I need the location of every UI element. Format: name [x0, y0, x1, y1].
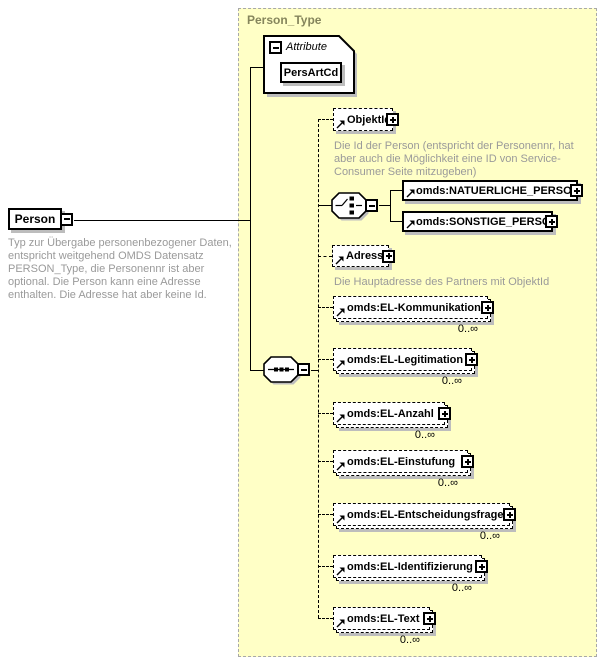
- connector-line: [318, 119, 333, 120]
- reference-arrow-icon: [336, 120, 345, 129]
- connector-line: [318, 256, 332, 257]
- reference-arrow-icon: [336, 414, 345, 423]
- expand-icon[interactable]: [570, 184, 583, 197]
- connector-line: [318, 307, 333, 308]
- collapse-icon[interactable]: [365, 199, 378, 212]
- expand-icon[interactable]: [545, 215, 558, 228]
- expand-icon[interactable]: [438, 407, 451, 420]
- sequence-icon: [263, 356, 301, 385]
- element-objektid[interactable]: ObjektId: [333, 108, 399, 131]
- connector-line: [250, 67, 265, 68]
- connector-line: [318, 514, 333, 515]
- element-omds-natuerliche-person[interactable]: omds:NATUERLICHE_PERSON: [402, 180, 583, 201]
- connector-line: [390, 190, 391, 222]
- expand-icon[interactable]: [481, 301, 494, 314]
- sequence-indicator[interactable]: [263, 356, 313, 386]
- connector-line: [318, 119, 319, 618]
- element-person[interactable]: Person: [8, 208, 73, 230]
- connector-line: [318, 359, 333, 360]
- expand-icon[interactable]: [382, 249, 395, 263]
- occurrence-label: 0..∞: [479, 530, 500, 542]
- element-omds-el-kommunikation[interactable]: omds:EL-Kommunikation: [333, 296, 494, 322]
- connector-line: [318, 566, 333, 567]
- element-adresse[interactable]: Adresse: [332, 245, 395, 267]
- element-label: omds:EL-Einstufung: [347, 455, 456, 468]
- objektid-annotation: Die Id der Person (entspricht der Person…: [334, 140, 574, 178]
- person-annotation: Typ zur Übergabe personenbezogener Daten…: [8, 237, 232, 301]
- element-omds-el-entscheidungsfrage[interactable]: omds:EL-Entscheidungsfrage: [333, 503, 516, 529]
- reference-arrow-icon: [336, 515, 345, 524]
- element-omds-el-legitimation[interactable]: omds:EL-Legitimation: [333, 348, 478, 374]
- connector-line: [379, 205, 391, 206]
- expand-icon[interactable]: [503, 508, 516, 521]
- expand-icon[interactable]: [465, 353, 478, 366]
- connector-line: [318, 461, 333, 462]
- collapse-icon[interactable]: [297, 363, 310, 376]
- element-label: omds:SONSTIGE_PERSON: [416, 215, 559, 228]
- connector-line: [311, 370, 319, 371]
- element-label: ObjektId: [347, 113, 392, 126]
- element-label: Adresse: [346, 250, 390, 262]
- reference-arrow-icon: [406, 220, 415, 229]
- attribute-label: PersArtCd: [283, 66, 339, 79]
- connector-line: [318, 205, 332, 206]
- connector-line: [390, 190, 402, 191]
- person-type-container: Person_Type: [238, 8, 597, 657]
- reference-arrow-icon: [336, 462, 345, 471]
- reference-arrow-icon: [336, 619, 345, 628]
- reference-arrow-icon: [335, 256, 344, 265]
- connector-line: [318, 618, 333, 619]
- expand-icon[interactable]: [386, 113, 399, 126]
- element-omds-el-text[interactable]: omds:EL-Text: [333, 607, 436, 633]
- element-label: omds:EL-Legitimation: [347, 353, 464, 366]
- attribute-group: Attribute PersArtCd: [263, 35, 359, 99]
- occurrence-label: 0..∞: [414, 429, 435, 441]
- connector-line: [318, 413, 333, 414]
- connector-line: [74, 220, 250, 221]
- element-omds-el-identifizierung[interactable]: omds:EL-Identifizierung: [333, 555, 488, 581]
- expand-icon[interactable]: [423, 612, 436, 625]
- attribute-group-label: Attribute: [286, 41, 327, 53]
- connector-line: [390, 221, 402, 222]
- element-label: Person: [14, 212, 56, 226]
- reference-arrow-icon: [406, 189, 415, 198]
- element-label: omds:EL-Text: [347, 612, 420, 625]
- connector-line: [250, 67, 251, 371]
- expand-icon[interactable]: [461, 455, 474, 468]
- element-omds-el-anzahl[interactable]: omds:EL-Anzahl: [333, 402, 451, 428]
- occurrence-label: 0..∞: [457, 323, 478, 335]
- connector-line: [250, 370, 264, 371]
- element-omds-el-einstufung[interactable]: omds:EL-Einstufung: [333, 450, 474, 476]
- choice-indicator[interactable]: [331, 192, 381, 222]
- attribute-persartcd[interactable]: PersArtCd: [280, 62, 342, 83]
- element-label: omds:EL-Identifizierung: [347, 560, 473, 573]
- element-label: omds:EL-Anzahl: [347, 407, 434, 420]
- element-label: omds:NATUERLICHE_PERSON: [416, 184, 580, 197]
- occurrence-label: 0..∞: [437, 477, 458, 489]
- element-label: omds:EL-Kommunikation: [347, 301, 481, 314]
- reference-arrow-icon: [336, 308, 345, 317]
- container-title: Person_Type: [247, 13, 322, 27]
- occurrence-label: 0..∞: [451, 582, 472, 594]
- reference-arrow-icon: [336, 567, 345, 576]
- collapse-icon[interactable]: [269, 41, 282, 54]
- occurrence-label: 0..∞: [399, 634, 420, 646]
- element-omds-sonstige-person[interactable]: omds:SONSTIGE_PERSON: [402, 211, 558, 232]
- choice-icon: [331, 192, 369, 221]
- collapse-icon[interactable]: [60, 212, 73, 226]
- occurrence-label: 0..∞: [441, 375, 462, 387]
- expand-icon[interactable]: [475, 560, 488, 573]
- adresse-annotation: Die Hauptadresse des Partners mit Objekt…: [334, 276, 550, 288]
- element-label: omds:EL-Entscheidungsfrage: [347, 508, 504, 521]
- reference-arrow-icon: [336, 360, 345, 369]
